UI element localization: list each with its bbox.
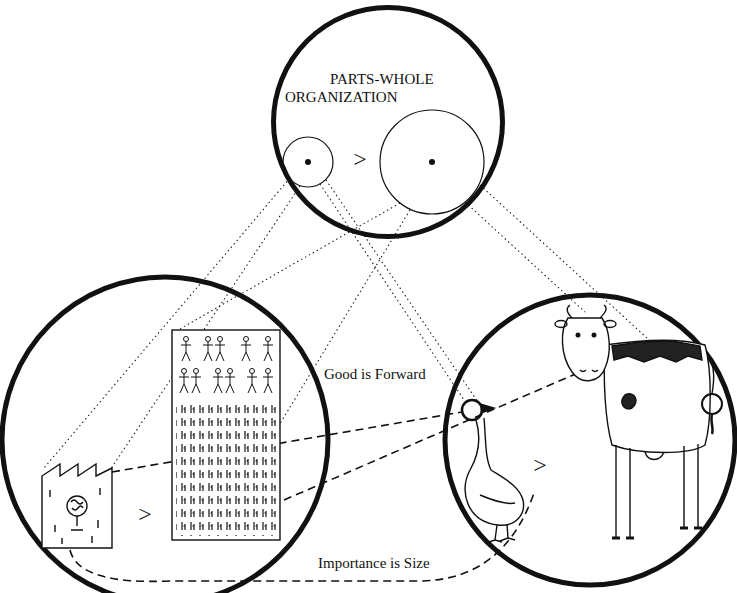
big-circles: [2, 277, 735, 593]
cow: [622, 394, 636, 409]
metaphor-lines: [284, 372, 580, 500]
factory: [42, 464, 112, 548]
cow: [592, 333, 596, 337]
concept-circle: PARTS-WHOLE ORGANIZATION: [271, 5, 505, 239]
organization-chart: [172, 330, 280, 540]
factory: [67, 496, 87, 516]
metaphor-label: Good is Forward: [322, 366, 428, 383]
greater-than: >: [533, 452, 547, 480]
mapping-lines: [320, 184, 464, 400]
mapping-lines: [270, 210, 410, 440]
organization-chart: [203, 337, 213, 362]
goose: [462, 400, 482, 420]
cow: [576, 333, 580, 337]
cow: [604, 321, 616, 328]
schema-circles: [305, 159, 311, 165]
factory: [50, 488, 100, 544]
cow: [645, 452, 664, 460]
greater-than: >: [138, 501, 152, 529]
organization-chart: [241, 337, 251, 362]
goose: [486, 524, 515, 543]
node-outline: [271, 5, 505, 239]
schema-circles: [283, 110, 484, 214]
organization-chart: [215, 337, 225, 362]
organization-chart: [213, 369, 223, 394]
cow: [616, 444, 698, 538]
organization-chart: [179, 369, 189, 394]
cow: [702, 394, 722, 414]
organization-chart: [181, 337, 191, 362]
goose: [480, 495, 515, 503]
cow: [555, 305, 722, 538]
cow: [555, 321, 567, 328]
schema-circles: [429, 159, 435, 165]
greater-than: >: [353, 146, 367, 174]
metaphor-lines: [70, 490, 535, 581]
big-circles: [2, 277, 328, 593]
cow: [612, 528, 702, 538]
cow: [580, 370, 598, 372]
mapping-lines: [178, 203, 400, 330]
organization-chart: [263, 369, 273, 394]
mapping-lines: [465, 202, 585, 312]
metaphor-lines: [112, 412, 462, 472]
cow: [567, 305, 606, 318]
big-circles: [445, 295, 735, 585]
metaphor-label: Importance is Size: [316, 555, 432, 572]
organization-chart: [172, 330, 280, 540]
organization-chart: [191, 369, 201, 394]
cow: [612, 341, 702, 362]
goose: [480, 404, 494, 413]
cow: [604, 340, 710, 452]
cow: [707, 352, 714, 394]
organization-chart: [225, 369, 235, 394]
metaphor-lines: [70, 372, 580, 581]
cow: [562, 318, 609, 381]
factory: [71, 500, 83, 530]
factory: [42, 464, 112, 548]
node-heading: PARTS-WHOLE ORGANIZATION: [285, 70, 485, 106]
goose: [465, 418, 523, 525]
organization-chart: [247, 369, 257, 394]
organization-chart: [176, 400, 276, 536]
organization-chart: [263, 337, 273, 362]
schema-circles: [380, 110, 484, 214]
node-outline: [274, 8, 503, 237]
goose: [462, 400, 524, 543]
cow: [711, 414, 712, 434]
